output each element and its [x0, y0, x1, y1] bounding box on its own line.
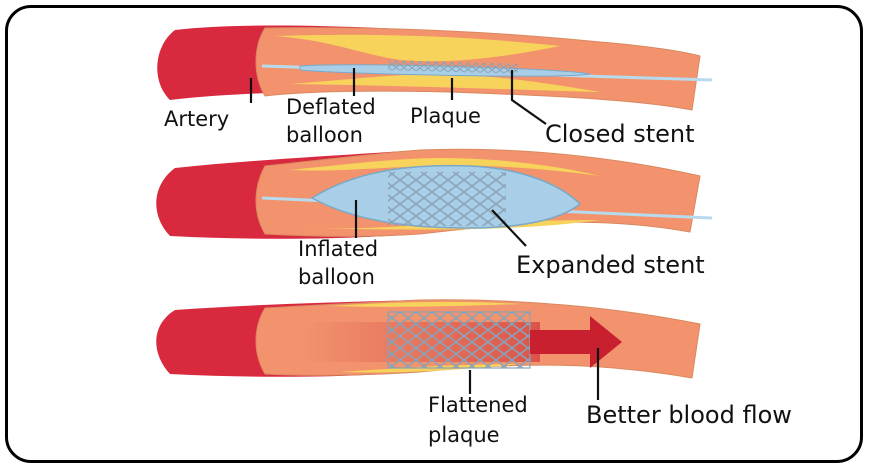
label-deflated-balloon-line1: Deflated: [286, 94, 376, 121]
vessel-stage-1: [157, 25, 712, 110]
vessel-stage-2: [156, 149, 712, 239]
label-inflated-balloon-line1: Inflated: [298, 236, 378, 263]
vessel-stage-3: [156, 300, 700, 378]
label-expanded-stent: Expanded stent: [516, 252, 705, 279]
label-plaque: Plaque: [410, 103, 481, 130]
stent-3: [388, 312, 530, 368]
expanded-stent-2: [388, 172, 506, 226]
label-flattened-plaque-line2: plaque: [428, 422, 500, 449]
label-deflated-balloon-line2: balloon: [286, 122, 363, 149]
label-better-blood-flow: Better blood flow: [586, 402, 792, 429]
label-artery: Artery: [164, 106, 229, 133]
label-flattened-plaque-line1: Flattened: [428, 392, 528, 419]
label-inflated-balloon-line2: balloon: [298, 264, 375, 291]
label-closed-stent: Closed stent: [545, 121, 695, 148]
